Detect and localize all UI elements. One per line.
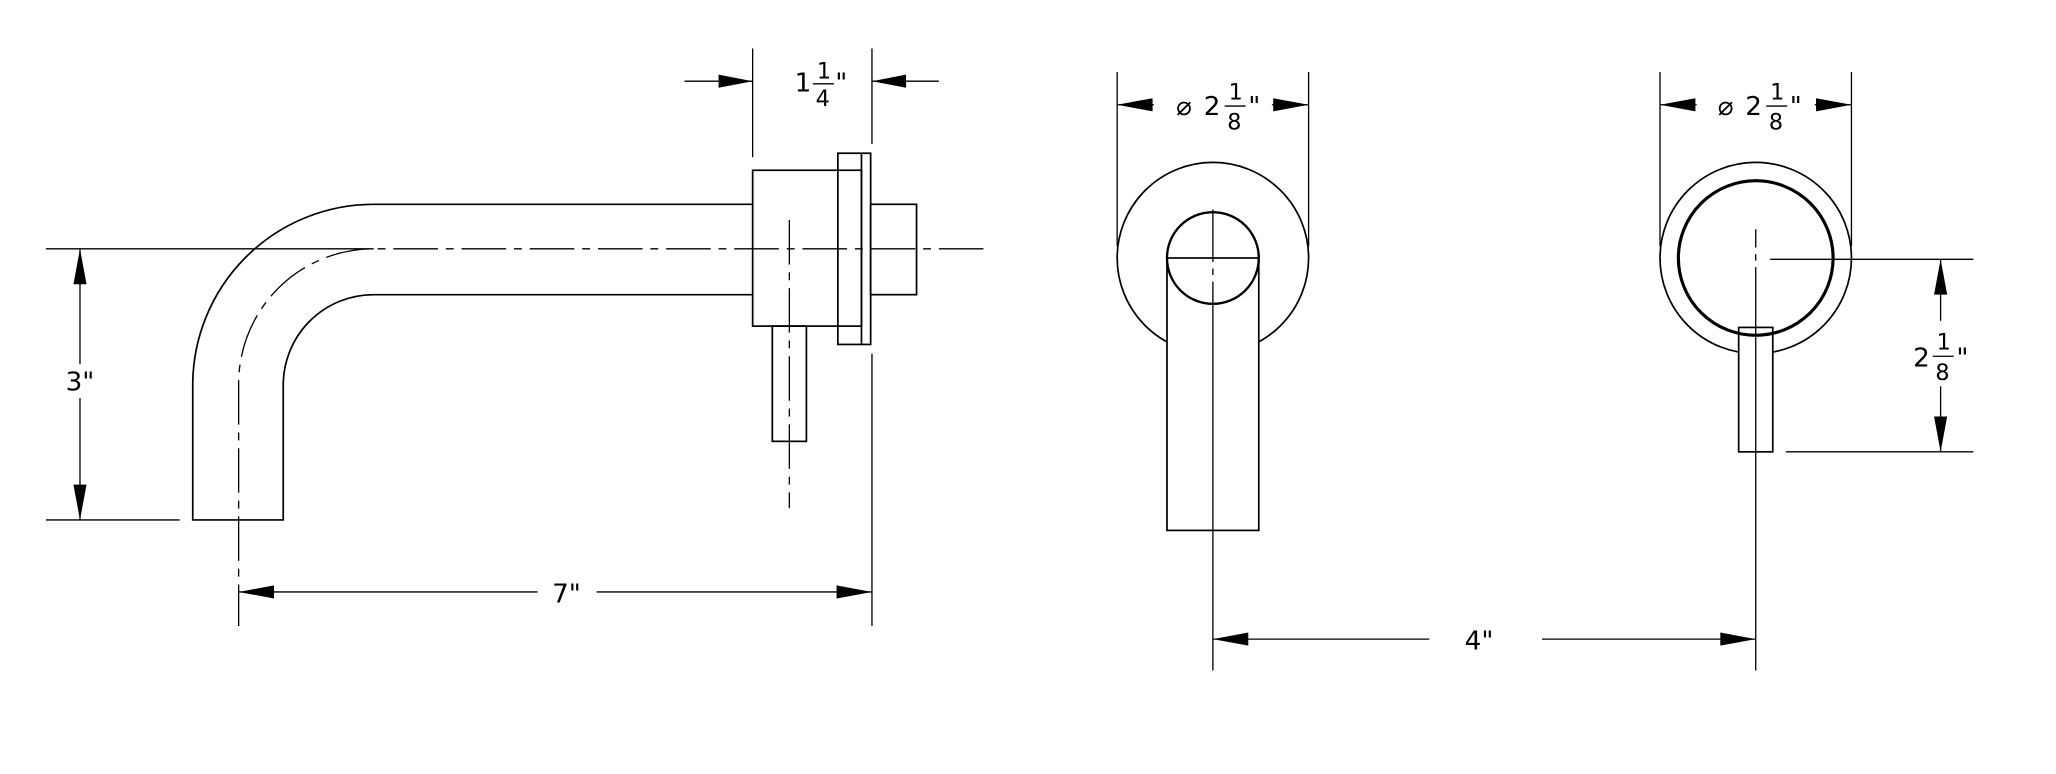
- dim-unit: ": [1248, 92, 1260, 122]
- arrow-right-icon: [1816, 98, 1852, 112]
- arrow-left-icon: [1660, 98, 1696, 112]
- dim-whole: 2: [1204, 92, 1221, 122]
- arrow-left-icon: [1117, 98, 1153, 112]
- diameter-symbol: ⌀: [1176, 92, 1192, 122]
- dimension-center-spacing: 4": [1212, 627, 1756, 657]
- dim-numerator: 1: [1937, 330, 1951, 356]
- dim-text: 7": [552, 579, 581, 609]
- diameter-symbol: ⌀: [1718, 92, 1734, 122]
- dim-whole: 2: [1745, 92, 1762, 122]
- arrow-left-icon: [238, 585, 275, 599]
- dim-numerator: 1: [1770, 80, 1784, 106]
- spout-centerline: [237, 248, 984, 627]
- dimension-flange-diameter: ⌀ 2 1 8 ": [1116, 72, 1310, 247]
- dim-unit: ": [1790, 92, 1802, 122]
- dimension-spout-height: 3": [45, 248, 180, 521]
- dim-unit: ": [1956, 344, 1968, 374]
- dim-denominator: 8: [1935, 360, 1949, 386]
- spout-front-view: ⌀ 2 1 8 ": [1116, 72, 1310, 671]
- arrow-right-icon: [718, 74, 753, 88]
- arrow-up-icon: [1934, 259, 1948, 295]
- dim-numerator: 1: [1229, 80, 1243, 106]
- arrow-left-icon: [871, 74, 907, 88]
- dim-text: 4": [1465, 627, 1494, 657]
- spout-outline: [191, 203, 753, 521]
- dim-denominator: 4: [816, 86, 830, 112]
- dimension-spout-reach: 7": [238, 353, 873, 627]
- side-view: 1 1 4 " 3" 7": [45, 48, 984, 627]
- dimension-handle-length: 2 1 8 ": [1770, 258, 1974, 453]
- dim-whole: 1: [795, 69, 812, 99]
- arrow-up-icon: [73, 248, 87, 285]
- arrow-down-icon: [73, 484, 87, 520]
- dim-numerator: 1: [817, 59, 831, 85]
- dim-text: 3": [66, 367, 95, 397]
- dim-whole: 2: [1913, 344, 1930, 374]
- arrow-right-icon: [1273, 98, 1309, 112]
- arrow-right-icon: [1720, 632, 1756, 646]
- arrow-left-icon: [1212, 632, 1249, 646]
- arrow-right-icon: [836, 585, 872, 599]
- dim-denominator: 8: [1227, 110, 1241, 136]
- handle-front-view: ⌀ 2 1 8 " 2 1 8 ": [1659, 72, 1974, 671]
- arrow-down-icon: [1934, 416, 1948, 452]
- dimension-flange-diameter: ⌀ 2 1 8 ": [1659, 72, 1853, 247]
- dim-denominator: 8: [1769, 110, 1783, 136]
- rear-stem: [869, 203, 918, 296]
- dimension-flange-depth: 1 1 4 ": [684, 48, 939, 158]
- dim-unit: ": [835, 69, 847, 99]
